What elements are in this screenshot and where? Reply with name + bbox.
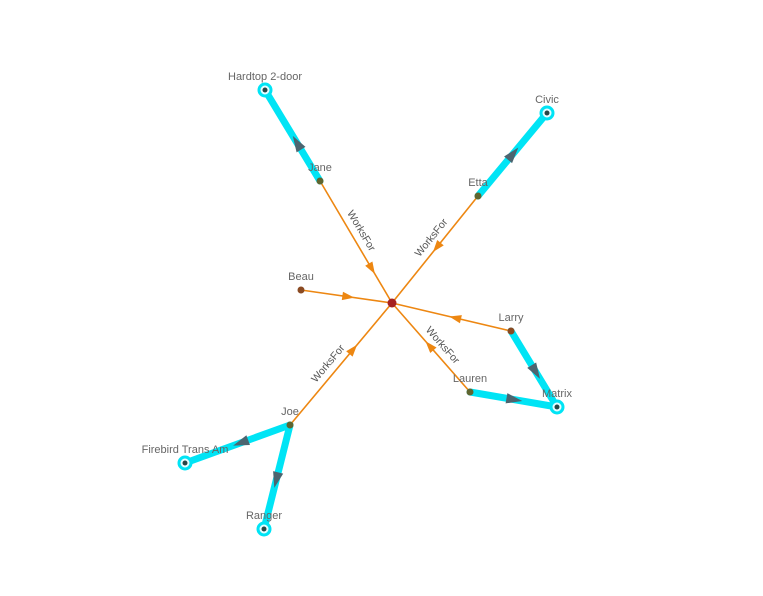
node-label-hardtop: Hardtop 2-door — [228, 71, 302, 83]
node-label-beau: Beau — [288, 271, 314, 283]
node-ranger[interactable] — [261, 526, 267, 532]
node-civic[interactable] — [544, 110, 550, 116]
node-larry[interactable] — [507, 327, 515, 335]
node-matrix[interactable] — [554, 404, 560, 410]
node-label-joe: Joe — [281, 406, 299, 418]
node-beau[interactable] — [297, 286, 305, 294]
edge-arrow-icon-larry-center — [449, 315, 462, 324]
node-hardtop[interactable] — [262, 87, 268, 93]
edge-arrow-icon-lauren-center — [425, 341, 437, 354]
edge-arrow-icon-jane-hardtop — [292, 135, 306, 153]
node-jane[interactable] — [316, 177, 324, 185]
edge-arrow-icon-etta-civic — [504, 147, 519, 164]
node-center[interactable] — [387, 298, 397, 308]
node-label-ranger: Ranger — [246, 510, 282, 522]
edge-arrow-icon-etta-center — [432, 240, 444, 253]
node-label-etta: Etta — [468, 177, 488, 189]
edge-arrow-icon-joe-center — [346, 344, 358, 357]
edge-jane-center[interactable] — [319, 180, 393, 304]
node-joe[interactable] — [286, 421, 294, 429]
node-lauren[interactable] — [466, 388, 474, 396]
edge-arrow-icon-joe-ranger — [273, 471, 284, 488]
edge-arrow-icon-lauren-matrix — [505, 393, 523, 404]
node-label-lauren: Lauren — [453, 373, 487, 385]
node-label-civic: Civic — [535, 94, 559, 106]
edge-jane-hardtop[interactable] — [261, 86, 324, 185]
node-label-firebird: Firebird Trans Am — [142, 444, 229, 456]
edge-arrow-icon-joe-firebird — [233, 435, 250, 446]
node-label-jane: Jane — [308, 162, 332, 174]
edge-joe-center[interactable] — [289, 302, 393, 426]
node-label-matrix: Matrix — [542, 388, 572, 400]
node-label-larry: Larry — [498, 312, 524, 324]
node-firebird[interactable] — [182, 460, 188, 466]
edge-arrow-icon-beau-center — [341, 291, 355, 301]
edge-arrow-icon-jane-center — [365, 261, 375, 275]
node-etta[interactable] — [474, 192, 482, 200]
edge-arrow-icon-larry-matrix — [527, 362, 540, 379]
